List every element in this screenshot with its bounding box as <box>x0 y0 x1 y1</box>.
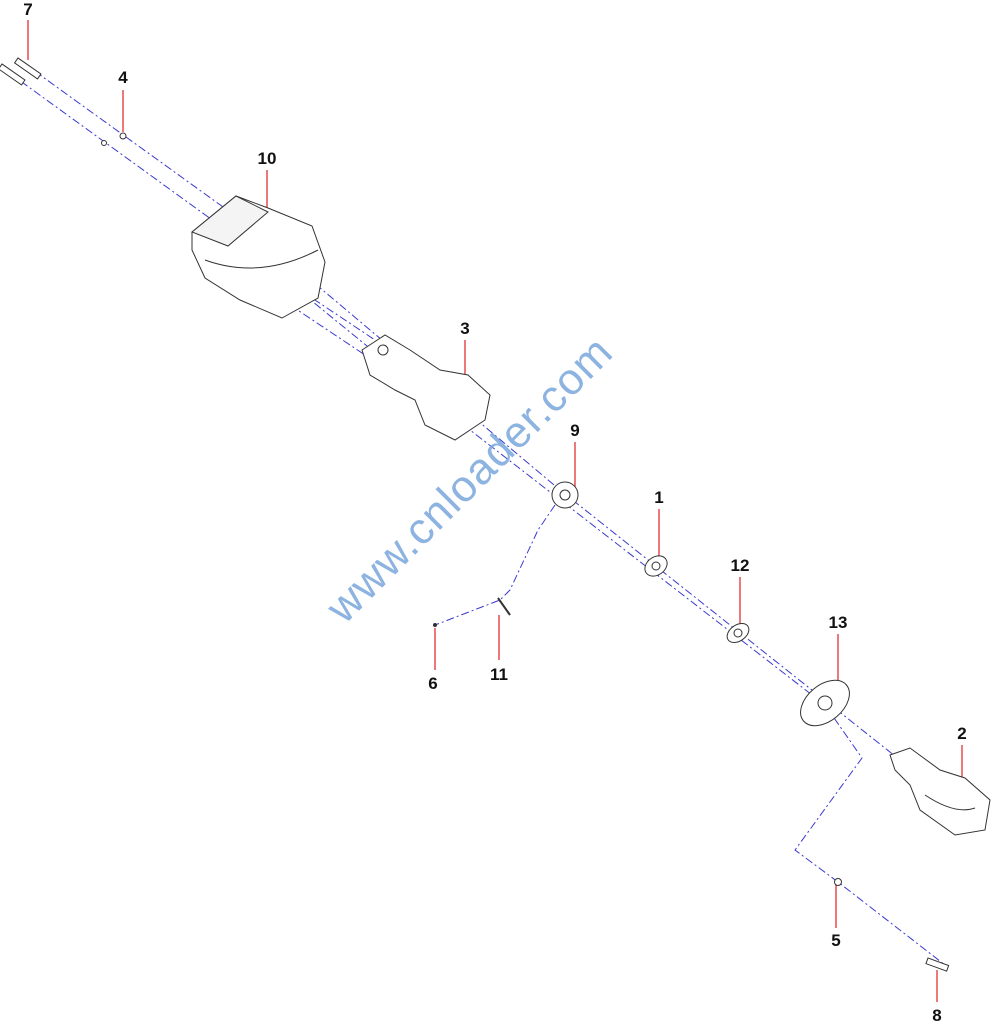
part-1-bore <box>651 561 661 571</box>
callout-1: 1 <box>654 488 664 507</box>
part-6-pin <box>433 623 437 627</box>
part-10-housing-seam <box>204 249 319 269</box>
callout-5: 5 <box>831 931 841 950</box>
part-9-bore <box>559 489 571 501</box>
part-2-hook <box>889 747 991 836</box>
callout-2: 2 <box>957 724 967 743</box>
axis-line-secondary <box>7 71 826 706</box>
part-3-spindle <box>361 334 491 441</box>
callout-7: 7 <box>23 0 33 19</box>
part-12-bore <box>733 628 743 638</box>
part-2-hook-curve <box>924 794 976 811</box>
part-13-bore <box>817 695 833 711</box>
part-4-ring <box>119 132 127 140</box>
axis-line-branch <box>434 504 556 626</box>
callout-9: 9 <box>570 421 580 440</box>
callout-13: 13 <box>828 613 848 632</box>
part-4-ring-b <box>101 140 107 146</box>
callout-4: 4 <box>118 68 128 87</box>
part-11-pin <box>497 597 511 616</box>
callout-12: 12 <box>730 556 750 575</box>
part-8-bolt-left <box>0 63 26 86</box>
callout-6: 6 <box>428 674 438 693</box>
callout-8: 8 <box>932 1006 942 1024</box>
part-8-bolt <box>925 957 950 972</box>
callout-3: 3 <box>460 319 470 338</box>
callout-10: 10 <box>257 149 277 168</box>
callout-11: 11 <box>490 665 508 684</box>
part-7-bolt <box>13 57 42 80</box>
part-3-eye <box>377 344 389 356</box>
axis-line-lower <box>794 704 946 966</box>
part-10-housing-face <box>191 195 269 247</box>
part-5-ring <box>834 878 842 886</box>
